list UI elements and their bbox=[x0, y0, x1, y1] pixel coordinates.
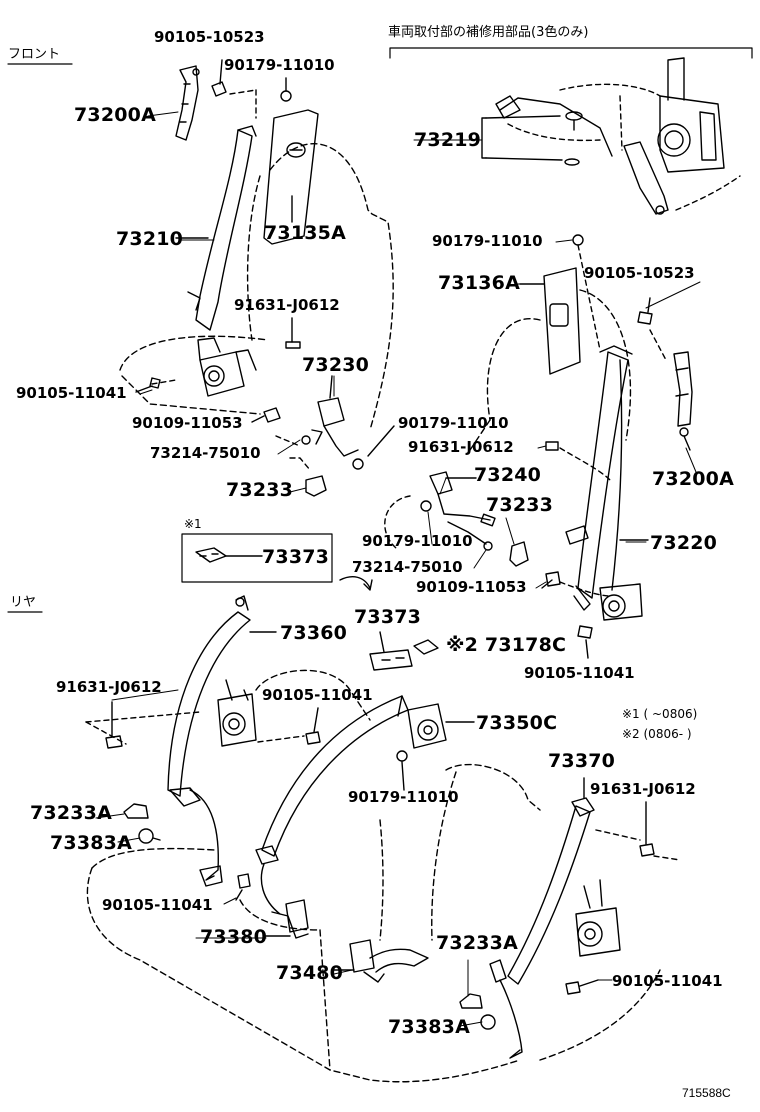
part-label: 73383A bbox=[50, 832, 133, 854]
note-2: ※2 (0806- ) bbox=[622, 727, 692, 741]
part-label: 90179-11010 bbox=[362, 532, 473, 550]
part-label: 73380 bbox=[200, 926, 268, 948]
part-label: 73200A bbox=[74, 104, 157, 126]
section-repair-parts-label: 車両取付部の補修用部品(3色のみ) bbox=[388, 25, 589, 40]
inset-marker: ※1 bbox=[184, 517, 202, 531]
part-label: 73219 bbox=[414, 129, 482, 151]
part-label: 90179-11010 bbox=[224, 56, 335, 74]
front-right-seatbelt bbox=[384, 234, 693, 659]
part-label: 91631-J0612 bbox=[590, 780, 696, 798]
part-label: 73240 bbox=[474, 464, 542, 486]
part-label: 90105-11041 bbox=[262, 686, 373, 704]
diagram-code: 715588C bbox=[682, 1086, 731, 1100]
part-label: 90105-11041 bbox=[16, 384, 127, 402]
part-label: 73350C bbox=[476, 712, 558, 734]
part-label: 90179-11010 bbox=[348, 788, 459, 806]
part-label: 73373 bbox=[354, 606, 422, 628]
rear-seatbelts bbox=[85, 595, 681, 1083]
part-label: 73360 bbox=[280, 622, 348, 644]
part-label: 73200A bbox=[652, 468, 735, 490]
section-front-label: フロント bbox=[8, 47, 61, 62]
part-label: 90109-11053 bbox=[416, 578, 527, 596]
leader-lines bbox=[95, 111, 701, 1027]
part-label: 90179-11010 bbox=[398, 414, 509, 432]
inset-box bbox=[181, 533, 373, 591]
part-label: 91631-J0612 bbox=[408, 438, 514, 456]
part-label: 90105-11041 bbox=[612, 972, 723, 990]
part-label: 73135A bbox=[264, 222, 347, 244]
part-label: 90179-11010 bbox=[432, 232, 543, 250]
part-label: 91631-J0612 bbox=[56, 678, 162, 696]
front-left-seatbelt bbox=[119, 59, 395, 497]
part-label: 73210 bbox=[116, 228, 184, 250]
part-label: 90105-10523 bbox=[584, 264, 695, 282]
part-label: 73214-75010 bbox=[150, 444, 261, 462]
part-label: 73136A bbox=[438, 272, 521, 294]
part-label: 73383A bbox=[388, 1016, 471, 1038]
part-label: 73233A bbox=[30, 802, 113, 824]
part-label: 91631-J0612 bbox=[234, 296, 340, 314]
part-label: 73214-75010 bbox=[352, 558, 463, 576]
part-label: 90105-11041 bbox=[102, 896, 213, 914]
part-label: 73370 bbox=[548, 750, 616, 772]
part-label: 73373 bbox=[262, 546, 330, 568]
part-label: 90105-10523 bbox=[154, 28, 265, 46]
repair-parts-illustration bbox=[481, 57, 741, 215]
part-label: ※2 73178C bbox=[446, 634, 567, 656]
part-label: 90105-11041 bbox=[524, 664, 635, 682]
part-label: 73233A bbox=[436, 932, 519, 954]
note-1: ※1 ( ~0806) bbox=[622, 707, 698, 721]
part-label: 90109-11053 bbox=[132, 414, 243, 432]
part-label: 73480 bbox=[276, 962, 344, 984]
section-rear-label: リヤ bbox=[10, 595, 37, 610]
part-label: 73233 bbox=[226, 479, 294, 501]
part-label: 73233 bbox=[486, 494, 554, 516]
part-label: 73230 bbox=[302, 354, 370, 376]
part-label: 73220 bbox=[650, 532, 718, 554]
